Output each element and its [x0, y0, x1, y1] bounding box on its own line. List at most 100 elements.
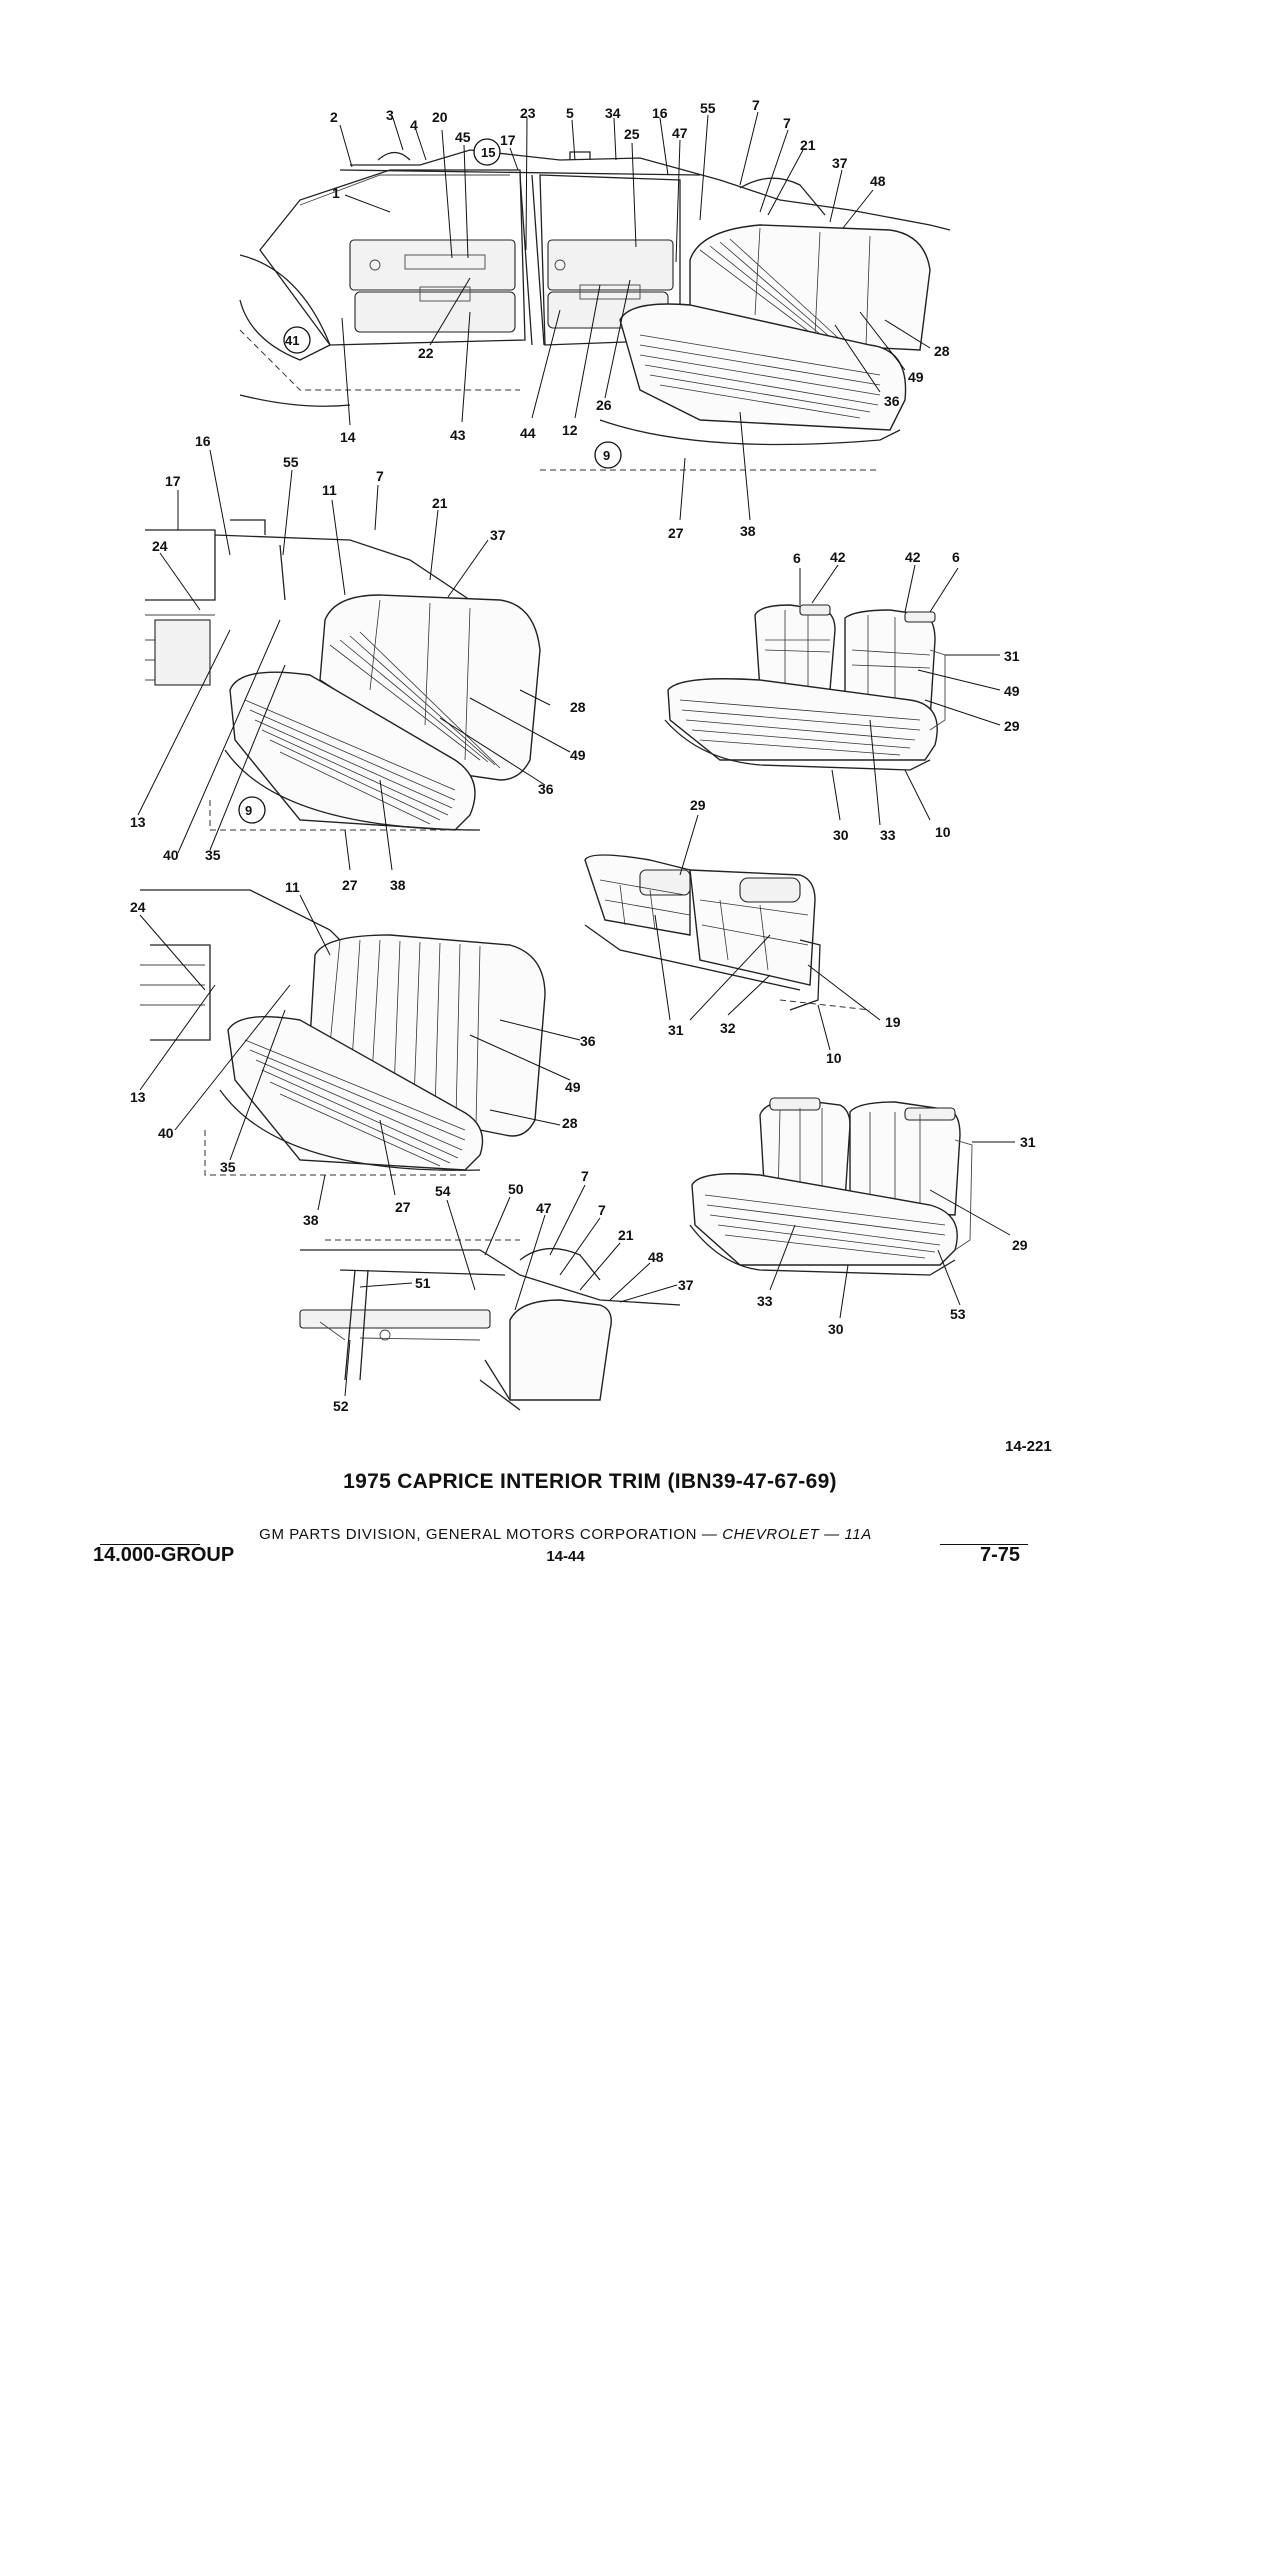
revision-date: 7-75 [980, 1544, 1021, 1566]
callout-label: 11 [285, 879, 300, 895]
view-6-leaders [769, 1141, 1015, 1319]
callout-label: 23 [520, 105, 536, 121]
callout-label: 4 [410, 117, 418, 133]
figure-number: 14-221 [1005, 1438, 1052, 1455]
callout-label: 38 [740, 523, 756, 539]
callout-label: 37 [678, 1277, 694, 1293]
callout-label: 14 [340, 429, 356, 445]
callout-label: 51 [415, 1275, 431, 1291]
callout-label: 40 [158, 1125, 174, 1141]
callout-label: 36 [884, 393, 900, 409]
callout-label: 24 [130, 899, 146, 915]
callout-label: 29 [1004, 718, 1020, 734]
callout-label: 7 [581, 1168, 589, 1184]
view-1-leaders [339, 111, 931, 521]
footer-rule-left [100, 1544, 200, 1545]
callout-label: 1 [332, 185, 340, 201]
callout-label: 54 [435, 1183, 451, 1199]
callout-label: 34 [605, 105, 621, 121]
callout-label: 29 [1012, 1237, 1028, 1253]
callout-label: 7 [376, 468, 384, 484]
view-1-interior-overview [239, 138, 951, 471]
callout-label: 9 [603, 448, 610, 463]
callout-label: 27 [395, 1199, 411, 1215]
callout-label: 16 [195, 433, 211, 449]
callout-label: 35 [220, 1159, 236, 1175]
callout-label: 55 [700, 100, 716, 116]
callout-label: 15 [481, 145, 495, 160]
figure-title: 1975 CAPRICE INTERIOR TRIM (IBN39-47-67-… [343, 1470, 837, 1493]
callout-label: 6 [793, 550, 801, 566]
callout-label: 47 [672, 125, 688, 141]
callout-label: 43 [450, 427, 466, 443]
callout-label: 21 [432, 495, 448, 511]
credit-suffix: CHEVROLET — 11A [722, 1526, 872, 1543]
page-number: 14-44 [546, 1548, 585, 1565]
callout-label: 37 [490, 527, 506, 543]
callout-label: 19 [885, 1014, 901, 1030]
callout-label: 42 [905, 549, 921, 565]
callout-label: 13 [130, 1089, 146, 1105]
callout-label: 12 [562, 422, 578, 438]
callout-label: 47 [536, 1200, 552, 1216]
callout-label: 27 [668, 525, 684, 541]
callout-label: 36 [538, 781, 554, 797]
callout-label: 28 [934, 343, 950, 359]
callout-label: 44 [520, 425, 536, 441]
callout-label: 7 [783, 115, 791, 131]
view-2-rear-seat [145, 519, 541, 831]
view-3-front-seat [664, 604, 946, 771]
view-7-quarter-trim [299, 1239, 681, 1411]
view-4-folding-seat [584, 854, 871, 1011]
callout-label: 5 [566, 105, 574, 121]
callout-label: 52 [333, 1398, 349, 1414]
view-7-leaders [344, 1184, 678, 1397]
callout-label: 42 [830, 549, 846, 565]
callout-label: 22 [418, 345, 434, 361]
callout-label: 3 [386, 107, 394, 123]
callout-label: 27 [342, 877, 358, 893]
callout-label: 13 [130, 814, 146, 830]
callout-label: 33 [880, 827, 896, 843]
callout-label: 31 [668, 1022, 684, 1038]
callout-label: 41 [285, 333, 299, 348]
callout-label: 16 [652, 105, 668, 121]
callout-label: 49 [908, 369, 924, 385]
view-2-leaders [137, 449, 571, 871]
callout-label: 53 [950, 1306, 966, 1322]
view-6-bench-seat [689, 1097, 973, 1276]
callout-label: 55 [283, 454, 299, 470]
callout-label: 30 [833, 827, 849, 843]
callout-label: 21 [800, 137, 816, 153]
callout-label: 31 [1004, 648, 1020, 664]
callout-label: 25 [624, 126, 640, 142]
callout-label: 37 [832, 155, 848, 171]
callout-label: 21 [618, 1227, 634, 1243]
callout-label: 2 [330, 109, 338, 125]
callout-label: 48 [870, 173, 886, 189]
view-4-leaders [654, 814, 881, 1051]
callout-label: 49 [1004, 683, 1020, 699]
callout-label: 17 [500, 132, 516, 148]
callout-label: 32 [720, 1020, 736, 1036]
footer-rule-right [940, 1544, 1028, 1545]
callout-label: 11 [322, 482, 337, 498]
credit-prefix: GM PARTS DIVISION, GENERAL MOTORS CORPOR… [259, 1526, 718, 1543]
callout-label: 48 [648, 1249, 664, 1265]
callout-label: 28 [562, 1115, 578, 1131]
callout-label: 24 [152, 538, 168, 554]
callout-label: 7 [598, 1202, 606, 1218]
callout-label: 10 [935, 824, 951, 840]
callout-label: 26 [596, 397, 612, 413]
callout-label: 7 [752, 97, 760, 113]
callout-label: 10 [826, 1050, 842, 1066]
callout-label: 9 [245, 803, 252, 818]
callout-label: 31 [1020, 1134, 1036, 1150]
view-5-leaders [139, 894, 581, 1211]
